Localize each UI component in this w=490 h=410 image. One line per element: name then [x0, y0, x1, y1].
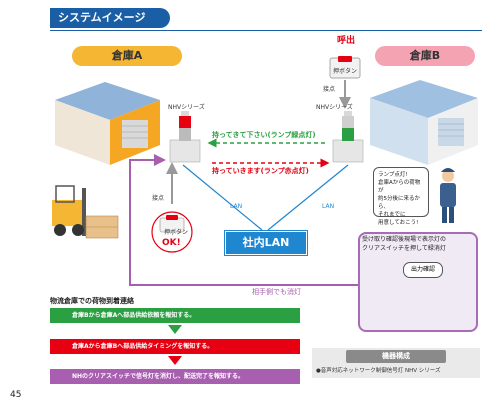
push-button-text-left: 押ボタン	[164, 229, 189, 236]
purple-return-arrow	[129, 154, 358, 286]
bubble-line: ランプ点灯!	[378, 172, 408, 178]
ok-label: OK!	[162, 238, 181, 248]
panel-text: 受け取り確認後現場で表示灯の クリアスイッチを押して緑消灯	[362, 235, 474, 253]
contact-label-left: 接点	[152, 195, 165, 202]
worker-speech-bubble: ランプ点灯! 倉庫Aからの荷物が 約5分後に来るから、 それまでに 用意しておこ…	[373, 167, 429, 226]
flow-down-arrow	[168, 356, 182, 365]
push-button-left	[151, 211, 193, 253]
call-label: 呼出	[337, 36, 356, 46]
warehouse-a-building	[55, 82, 160, 165]
output-confirm-bubble: 出力確認	[403, 262, 443, 278]
warehouse-b-label: 倉庫B	[375, 46, 475, 66]
equipment-title: 機器構成	[346, 350, 446, 363]
signal-tower-right	[332, 111, 364, 163]
red-arrow-label: 持っていきます(ランプ赤点灯)	[212, 167, 309, 175]
warehouse-a-label: 倉庫A	[72, 46, 182, 66]
lan-label-right: LAN	[322, 203, 335, 210]
flow-down-arrow	[168, 325, 182, 334]
clear-switch-panel	[358, 232, 478, 332]
bubble-line: 倉庫Aからの荷物が	[378, 180, 421, 194]
warehouse-b-building	[370, 80, 478, 165]
forklift-illustration	[52, 185, 119, 239]
page-number: 45	[10, 390, 22, 400]
panel-line: クリアスイッチを押して緑消灯	[362, 245, 446, 252]
worker-right-illustration	[440, 168, 456, 223]
internal-lan-box: 社内LAN	[225, 231, 307, 255]
purple-arrow-label: 相手側でも消灯	[252, 288, 301, 296]
signal-tower-left	[169, 111, 201, 163]
lan-line-left	[182, 164, 263, 231]
flow-step-3: NHのクリアスイッチで信号灯を消灯し、配送完了を報知する。	[50, 369, 300, 384]
device-label-left: NHVシリーズ	[168, 104, 205, 111]
flow-step-1: 倉庫Bから倉庫Aへ部品供給依頼を報知する。	[50, 308, 300, 323]
equipment-description: ●音声対応ネットワーク制御信号灯 NHV シリーズ	[316, 368, 441, 374]
push-button-text-top: 押ボタン	[333, 68, 358, 75]
contact-label-top: 接点	[323, 86, 336, 93]
section-title: システムイメージ	[50, 8, 170, 28]
lan-line-right	[267, 164, 349, 231]
bubble-line: 用意しておこう!	[378, 220, 419, 226]
bubble-line: それまでに	[378, 212, 406, 218]
flow-title: 物流倉庫での荷物到着連絡	[50, 297, 134, 305]
device-label-right: NHVシリーズ	[316, 104, 353, 111]
flow-step-2: 倉庫Aから倉庫Bへ部品供給タイミングを報知する。	[50, 339, 300, 354]
green-arrow-label: 持ってきて下さい(ランプ緑点灯)	[212, 131, 316, 139]
push-button-top-right	[329, 56, 361, 79]
bubble-line: 約5分後に来るから、	[378, 196, 420, 210]
panel-line: 受け取り確認後現場で表示灯の	[362, 236, 447, 243]
header-rule	[50, 30, 482, 31]
lan-label-left: LAN	[230, 203, 243, 210]
